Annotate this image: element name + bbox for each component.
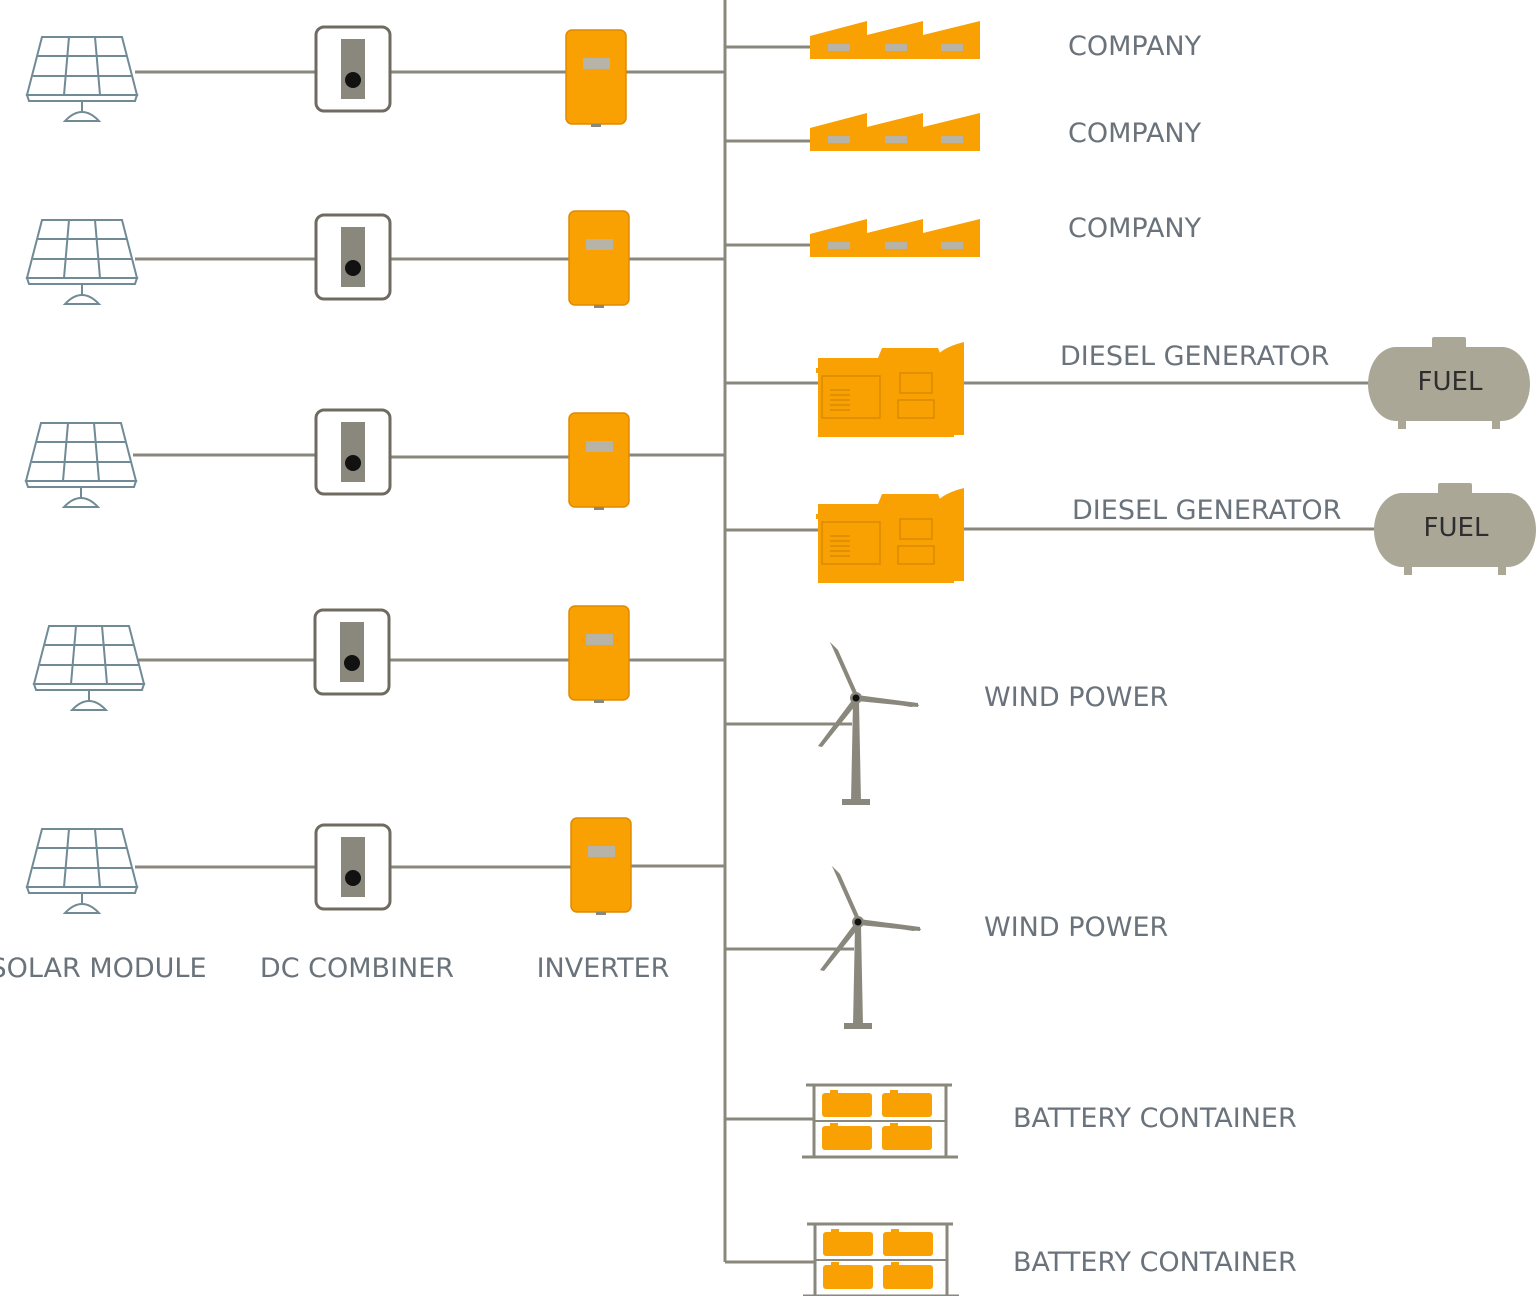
diesel-generator-label: DIESEL GENERATOR <box>1072 495 1341 526</box>
diesel-generator-icon <box>815 487 965 584</box>
inverter-icon <box>568 210 630 309</box>
battery-container-icon <box>801 1222 961 1296</box>
diesel-generator-2: DIESEL GENERATOR FUEL <box>725 483 1536 584</box>
company-2: COMPANY <box>725 113 1202 151</box>
pv-string-1 <box>26 25 725 128</box>
wind-power-label: WIND POWER <box>984 912 1168 943</box>
inverter-icon <box>568 605 630 704</box>
company-1: COMPANY <box>725 21 1202 62</box>
battery-container-label: BATTERY CONTAINER <box>1013 1103 1297 1134</box>
battery-container-2: BATTERY CONTAINER <box>725 1222 1297 1296</box>
dc-combiner-label: DC COMBINER <box>260 953 454 984</box>
factory-icon <box>810 219 980 257</box>
fuel-label: FUEL <box>1424 513 1489 543</box>
diesel-generator-icon <box>815 341 965 438</box>
solar-module-icon <box>25 422 137 508</box>
factory-icon <box>810 113 980 151</box>
solar-module-icon <box>26 36 138 122</box>
solar-module-label: SOLAR MODULE <box>0 953 207 984</box>
company-label: COMPANY <box>1068 118 1202 149</box>
inverter-icon <box>568 412 630 511</box>
pv-string-2 <box>26 210 725 309</box>
company-3: COMPANY <box>725 213 1202 257</box>
dc-combiner-icon <box>313 608 391 696</box>
battery-container-icon <box>800 1083 960 1159</box>
solar-module-icon <box>26 219 138 305</box>
dc-combiner-icon <box>314 213 392 301</box>
company-label: COMPANY <box>1068 213 1202 244</box>
inverter-icon <box>565 29 627 128</box>
dc-combiner-icon <box>314 408 392 496</box>
battery-container-label: BATTERY CONTAINER <box>1013 1247 1297 1278</box>
pv-string-3 <box>25 408 725 511</box>
wind-power-label: WIND POWER <box>984 682 1168 713</box>
pv-string-4 <box>33 605 725 711</box>
inverter-label: INVERTER <box>537 953 670 984</box>
wind-power-1: WIND POWER <box>725 642 1168 805</box>
factory-icon <box>810 21 980 59</box>
solar-module-icon <box>33 625 145 711</box>
wind-power-2: WIND POWER <box>725 866 1168 1029</box>
solar-module-icon <box>26 828 138 914</box>
dc-combiner-icon <box>314 25 392 113</box>
inverter-icon <box>570 817 632 916</box>
fuel-label: FUEL <box>1418 367 1483 397</box>
diesel-generator-label: DIESEL GENERATOR <box>1060 341 1329 372</box>
pv-string-5 <box>26 817 725 916</box>
diesel-generator-1: DIESEL GENERATOR FUEL <box>725 337 1530 438</box>
company-label: COMPANY <box>1068 31 1202 62</box>
dc-combiner-icon <box>314 823 392 911</box>
battery-container-1: BATTERY CONTAINER <box>725 1083 1297 1159</box>
